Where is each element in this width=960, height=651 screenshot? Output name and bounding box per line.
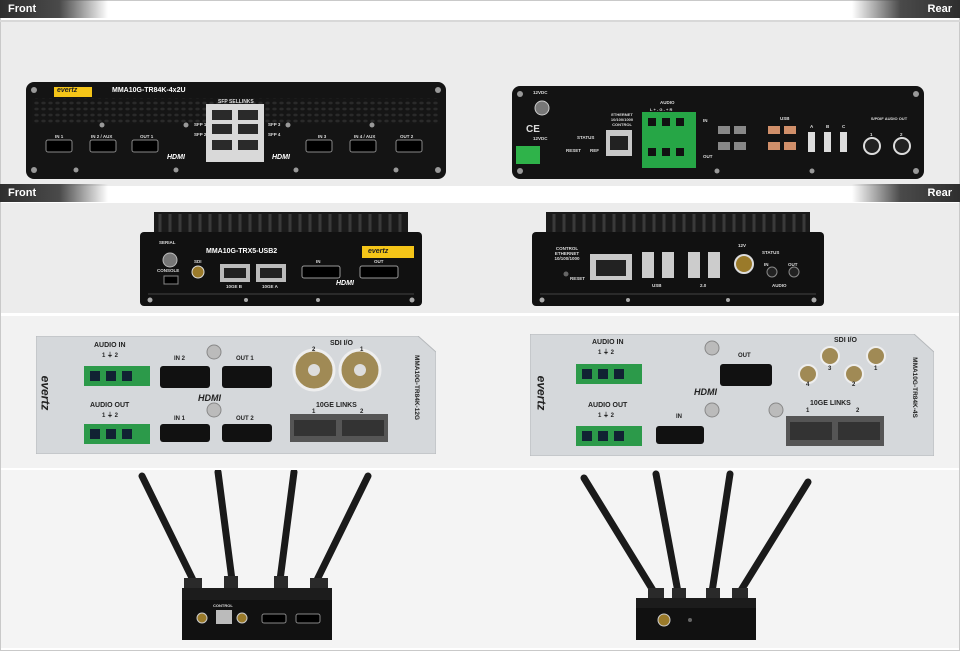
- row2-rear-in: IN: [764, 262, 769, 267]
- row3-left-audio-in: AUDIO IN: [94, 342, 126, 349]
- row1-rear-status: STATUS: [577, 135, 595, 140]
- row1-rear-audio: AUDIO: [660, 100, 675, 105]
- row3-right-sdi-2: 2: [852, 382, 856, 388]
- row3-right-ch-out: 1 ⏚ 2: [598, 413, 615, 419]
- row1-rear-audio-pins: L + - G - + R: [650, 107, 673, 112]
- row1-rear-reset: RESET: [566, 148, 582, 153]
- row3-right-audio-in: AUDIO IN: [592, 339, 624, 346]
- row3-right-sdi-1: 1: [874, 366, 878, 372]
- row2-front-hdmi: HDMI: [336, 280, 354, 287]
- row2-front-port-b: 10GE B: [226, 284, 243, 289]
- row2-front-device: [140, 212, 422, 306]
- row3-right-plate: [530, 334, 934, 456]
- row3-left-plate: [36, 336, 436, 454]
- row1-front-model: MMA10G-TR84K-4x2U: [112, 87, 186, 94]
- row2-rear-status: STATUS: [762, 250, 780, 255]
- row1-rear-ref: REF: [590, 148, 599, 153]
- row3-right-brand: evertz: [534, 375, 549, 411]
- header-front-1: Front: [0, 0, 108, 18]
- row1-rear-ethernet: ETHERNET 10/100/1000 CONTROL: [610, 112, 634, 127]
- row2-rear-12v: 12V: [738, 243, 747, 248]
- row1-front-hdmi-right: HDMI: [272, 154, 290, 161]
- row1-rear-device: [512, 86, 924, 179]
- row2-rear-usb-2: 2.0: [700, 283, 707, 288]
- row1-rear-usb-c: C: [842, 124, 846, 129]
- row3-left-link-2: 2: [360, 409, 364, 415]
- row1-front-port-in3: IN 3: [318, 134, 327, 139]
- row3-right-hdmi: HDMI: [694, 387, 717, 397]
- header-rear-2: Rear: [852, 184, 960, 202]
- row2-rear-audio: AUDIO: [772, 283, 787, 288]
- row1-front-hdmi-left: HDMI: [167, 154, 185, 161]
- row3-left-in2: IN 2: [174, 356, 186, 362]
- row1-front-device: [26, 82, 446, 179]
- row1-rear-spdif: S/PDIF AUDIO OUT: [870, 116, 908, 121]
- header-rear-1: Rear: [852, 0, 960, 18]
- row2-front-model: MMA10G-TRX5-USB2: [206, 248, 278, 255]
- row1-front-brand: evertz: [57, 87, 78, 94]
- row3-left-audio-out: AUDIO OUT: [90, 402, 130, 409]
- row1-front-port-out1: OUT 1: [140, 134, 154, 139]
- row3-right-ch-in: 1 ⏚ 2: [598, 350, 615, 356]
- row3-left-sdi-2: 2: [312, 347, 316, 353]
- row4-left-device: [138, 470, 372, 640]
- header-front-2: Front: [0, 184, 108, 202]
- row2-front-in: IN: [316, 259, 321, 264]
- row2-front-serial: SERIAL: [159, 240, 176, 245]
- row1-rear-usb-b: B: [826, 124, 830, 129]
- row3-right-audio-out: AUDIO OUT: [588, 402, 628, 409]
- row1-rear-spdif-1: 1: [870, 132, 873, 137]
- row3-right-sdi-3: 3: [828, 366, 832, 372]
- row1-front-sfp-4: SFP 4: [268, 132, 281, 137]
- row4-left-label: CONTROL: [213, 603, 233, 608]
- row3-left-out1: OUT 1: [236, 356, 254, 362]
- row2-rear-reset: RESET: [570, 276, 586, 281]
- row1-front-port-in1: IN 1: [55, 134, 64, 139]
- row1-rear-power-in: 12VDC: [533, 136, 548, 141]
- row2-front-port-a: 10GE A: [262, 284, 278, 289]
- row1-front-port-in2: IN 2 / AUX: [91, 134, 113, 139]
- row3-left-in1: IN 1: [174, 416, 186, 422]
- row1-rear-in: IN: [703, 118, 708, 123]
- row4-right-device: [580, 470, 812, 640]
- row3-left-model: MMA10G-TR84K-12G: [413, 354, 421, 421]
- row3-left-hdmi: HDMI: [198, 393, 221, 403]
- row2-front-sdi: SDI: [194, 259, 202, 264]
- row2-front-console: CONSOLE: [157, 268, 180, 273]
- row1-front-sfp-3: SFP 3: [268, 122, 281, 127]
- row3-right-in: IN: [676, 414, 682, 420]
- row1-rear-usb: USB: [780, 116, 790, 121]
- row3-right-links: 10GE LINKS: [810, 400, 851, 407]
- row3-left-links: 10GE LINKS: [316, 402, 357, 409]
- row1-rear-ce: CE: [526, 124, 540, 135]
- row3-right-sdi-4: 4: [806, 382, 810, 388]
- row1-front-sfp-1: SFP 1: [194, 122, 207, 127]
- row1-rear-spdif-2: 2: [900, 132, 903, 137]
- row3-right-link-2: 2: [856, 408, 860, 414]
- row3-left-ch-in: 1 ⏚ 2: [102, 353, 119, 359]
- row3-left-out2: OUT 2: [236, 416, 254, 422]
- row2-front-out: OUT: [374, 259, 384, 264]
- row1-front-sfp-title: SFP SELLINKS: [218, 99, 254, 105]
- row1-front-sfp-2: SFP 2: [194, 132, 207, 137]
- row1-front-port-in4: IN 4 / AUX: [354, 134, 376, 139]
- row2-rear-control: CONTROL ETHERNET 10/100/1000: [554, 246, 580, 261]
- row3-left-sdi-io: SDI I/O: [330, 340, 353, 347]
- row3-right-model: MMA10G-TR84K-4S: [910, 357, 918, 418]
- row2-rear-usb-1: USB: [652, 283, 662, 288]
- row3-left-link-1: 1: [312, 409, 316, 415]
- row2-rear-out: OUT: [788, 262, 798, 267]
- row3-left-brand: evertz: [38, 375, 53, 411]
- row1-rear-usb-a: A: [810, 124, 814, 129]
- row3-right-link-1: 1: [806, 408, 810, 414]
- row3-left-sdi-1: 1: [360, 347, 364, 353]
- row1-front-port-out2: OUT 2: [400, 134, 414, 139]
- row2-rear-device: [532, 212, 824, 306]
- row3-right-sdi-io: SDI I/O: [834, 337, 857, 344]
- row3-left-ch-out: 1 ⏚ 2: [102, 413, 119, 419]
- row1-rear-out: OUT: [703, 154, 713, 159]
- row1-rear-power: 12VDC: [533, 90, 548, 95]
- row3-right-out: OUT: [738, 353, 751, 359]
- row2-front-brand: evertz: [368, 248, 389, 255]
